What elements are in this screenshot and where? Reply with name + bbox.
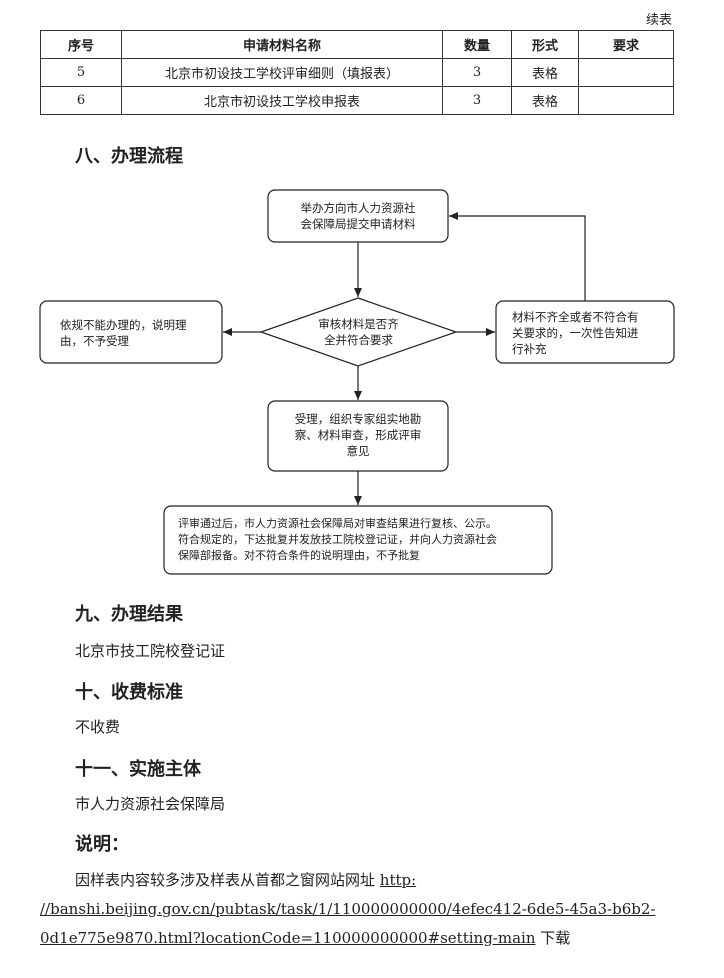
table-row: 6 北京市初设技工学校申报表 3 表格: [40, 86, 674, 115]
accept-text: 受理，组织专家组实地勘 察、材料审查，形成评审 意见: [268, 411, 448, 459]
cell-serial: 6: [40, 86, 122, 115]
note-suffix: 下载: [535, 929, 571, 947]
section-title-result: 九、办理结果: [75, 604, 183, 625]
header-material-name: 申请材料名称: [121, 30, 443, 59]
approve-line-3: 保障部报备。对不符合条件的说明理由，不予批复: [178, 549, 420, 562]
header-requirement: 要求: [578, 30, 674, 59]
reject-text: 依规不能办理的，说明理 由，不予受理: [60, 317, 222, 349]
approve-line-2: 符合规定的，下达批复并发放技工院校登记证，并向人力资源社会: [178, 533, 497, 546]
reject-line-1: 依规不能办理的，说明理: [60, 318, 187, 332]
review-text: 审核材料是否齐 全并符合要求: [261, 316, 456, 348]
note-title: 说明：: [75, 834, 129, 855]
table-row: 5 北京市初设技工学校评审细则（填报表） 3 表格: [40, 58, 674, 87]
submit-text: 举办方向市人力资源社 会保障局提交申请材料: [268, 200, 448, 232]
supplement-line-2: 关要求的，一次性告知进: [512, 326, 639, 340]
submit-line-2: 会保障局提交申请材料: [300, 217, 416, 231]
cell-form: 表格: [511, 58, 579, 87]
review-line-2: 全并符合要求: [324, 333, 393, 347]
supplement-line-1: 材料不齐全或者不符合有: [512, 310, 639, 324]
result-text: 北京市技工院校登记证: [75, 642, 226, 660]
section-title-fee: 十、收费标准: [75, 682, 183, 703]
reject-line-2: 由，不予受理: [60, 334, 129, 348]
cell-quantity: 3: [442, 58, 512, 87]
submit-line-1: 举办方向市人力资源社: [300, 201, 416, 215]
cell-material-name: 北京市初设技工学校申报表: [121, 86, 443, 115]
arrow-supplement-to-submit: [449, 212, 586, 301]
note-body: 因样表内容较多涉及样表从首都之窗网站网址 http: //banshi.beij…: [40, 866, 680, 953]
accept-line-3: 意见: [346, 444, 370, 458]
section-title-subject: 十一、实施主体: [75, 759, 201, 780]
cell-quantity: 3: [442, 86, 512, 115]
header-quantity: 数量: [442, 30, 512, 59]
fee-text: 不收费: [75, 718, 121, 736]
subject-text: 市人力资源社会保障局: [75, 795, 226, 813]
reject-box: [39, 300, 223, 364]
accept-line-2: 察、材料审查，形成评审: [294, 428, 422, 442]
header-form: 形式: [511, 30, 579, 59]
cell-requirement: [578, 86, 674, 115]
download-link[interactable]: http: //banshi.beijing.gov.cn/pubtask/ta…: [40, 871, 656, 947]
accept-line-1: 受理，组织专家组实地勘: [294, 412, 422, 426]
section-title-process: 八、办理流程: [75, 146, 183, 167]
review-line-1: 审核材料是否齐: [318, 317, 399, 331]
approve-line-1: 评审通过后，市人力资源社会保障局对审查结果进行复核、公示。: [178, 517, 497, 530]
supplement-line-3: 行补充: [512, 342, 547, 356]
supplement-text: 材料不齐全或者不符合有 关要求的，一次性告知进 行补充: [512, 309, 672, 357]
cell-serial: 5: [40, 58, 122, 87]
approve-box: [163, 505, 553, 575]
approve-text: 评审通过后，市人力资源社会保障局对审查结果进行复核、公示。 符合规定的，下达批复…: [178, 516, 550, 564]
header-serial: 序号: [40, 30, 122, 59]
note-prefix: 因样表内容较多涉及样表从首都之窗网站网址: [75, 871, 380, 889]
cell-form: 表格: [511, 86, 579, 115]
continuation-label: 续表: [645, 13, 672, 28]
cell-material-name: 北京市初设技工学校评审细则（填报表）: [121, 58, 443, 87]
materials-table: 序号 申请材料名称 数量 形式 要求 5 北京市初设技工学校评审细则（填报表） …: [40, 30, 674, 115]
process-flowchart: [39, 189, 675, 575]
cell-requirement: [578, 58, 674, 87]
table-header-row: 序号 申请材料名称 数量 形式 要求: [40, 30, 674, 59]
